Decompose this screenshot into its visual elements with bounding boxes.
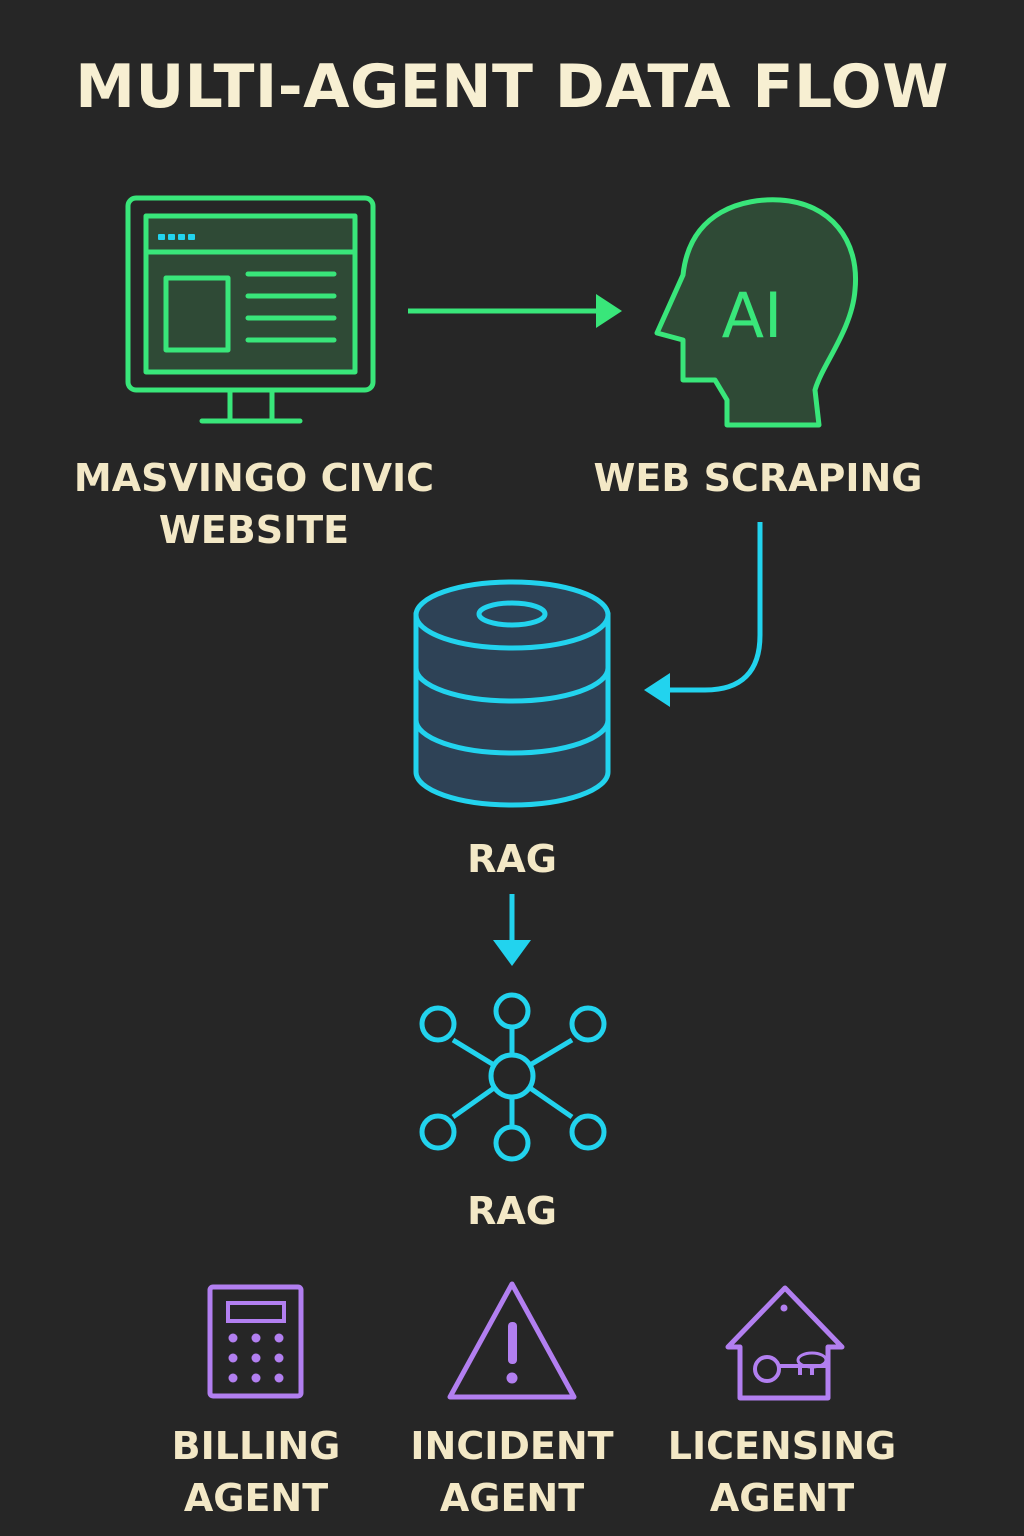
network-hub-icon <box>419 992 607 1162</box>
rag-network-label: RAG <box>467 1189 557 1233</box>
web-scraping-label: WEB SCRAPING <box>593 456 923 500</box>
browser-dots-icon <box>158 234 195 240</box>
diagram-title: MULTI-AGENT DATA FLOW <box>75 52 949 122</box>
incident-agent-label: INCIDENT AGENT <box>410 1424 614 1520</box>
website-label: MASVINGO CIVIC WEBSITE <box>73 456 435 552</box>
database-icon <box>413 579 611 808</box>
flow-arrow-database-to-network <box>493 894 531 966</box>
flow-arrow-website-to-scraping <box>408 294 622 328</box>
ai-head-text: AI <box>722 279 783 352</box>
flow-arrow-scraping-to-database <box>644 522 763 707</box>
licensing-agent-label: LICENSING AGENT <box>667 1424 897 1520</box>
rag-database-label: RAG <box>467 837 557 881</box>
warning-triangle-icon <box>447 1281 577 1400</box>
computer-monitor-icon <box>125 195 376 424</box>
billing-agent-label: BILLING AGENT <box>171 1424 341 1520</box>
ai-head-icon: AI <box>654 197 859 428</box>
house-key-icon <box>725 1285 845 1401</box>
calculator-icon <box>207 1284 304 1399</box>
